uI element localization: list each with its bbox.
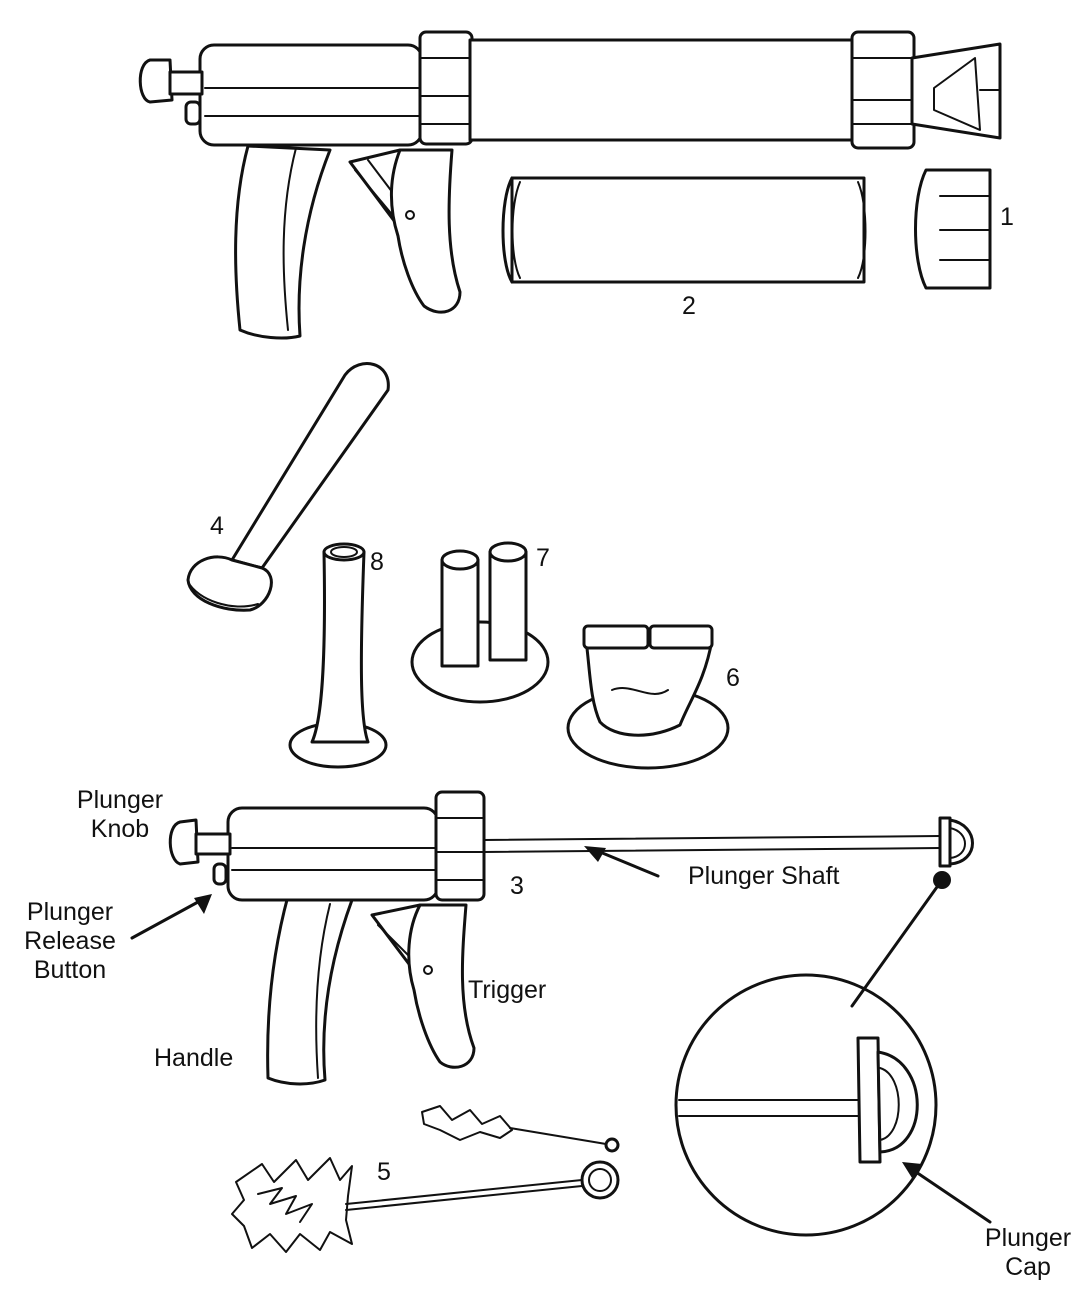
arrow-plunger-shaft	[598, 850, 660, 878]
top-body	[198, 43, 424, 147]
part-number-6: 6	[726, 664, 740, 692]
top-trigger	[390, 148, 462, 314]
bottom-handle	[266, 894, 354, 1086]
part-7-double-nozzle	[410, 541, 550, 704]
bottom-trigger	[407, 903, 476, 1069]
plunger-release-label-line3: Button	[33, 956, 107, 984]
plunger-cap-label-line1: Plunger	[984, 1224, 1072, 1252]
plunger-knob-label-line2: Knob	[90, 815, 150, 843]
plunger-cap-label: Plunger Cap	[970, 1224, 1086, 1282]
part-8-nozzle	[288, 542, 388, 769]
plunger-release-label: Plunger Release Button	[12, 898, 128, 985]
arrow-plunger-cap	[914, 1170, 992, 1224]
arrow-plunger-release	[130, 900, 200, 940]
trigger-label: Trigger	[468, 976, 547, 1004]
part-6-flat-nozzle	[566, 624, 730, 770]
plunger-release-label-line1: Plunger	[26, 898, 114, 926]
plunger-release-label-line2: Release	[24, 927, 116, 955]
part-1-cap	[914, 168, 992, 290]
assembled-gun	[138, 30, 1002, 340]
part-number-1: 1	[1000, 203, 1014, 231]
part-number-2: 2	[682, 292, 696, 320]
part-5-brushes	[231, 1105, 620, 1253]
plunger-cap-label-line2: Cap	[1005, 1253, 1051, 1281]
bottom-gun	[168, 790, 974, 1086]
part-2-tube	[501, 176, 867, 284]
callout-arrows	[130, 846, 992, 1224]
part-number-5: 5	[377, 1158, 391, 1186]
plunger-knob-label: Plunger Knob	[60, 786, 180, 844]
plunger-shaft-label: Plunger Shaft	[688, 862, 840, 890]
part-number-4: 4	[210, 512, 224, 540]
plunger-knob-label-line1: Plunger	[76, 786, 164, 814]
part-number-8: 8	[370, 548, 384, 576]
handle-label: Handle	[154, 1044, 234, 1072]
part-4-tamper	[186, 362, 390, 612]
plunger-cap-magnifier	[674, 871, 951, 1237]
part-number-3: 3	[510, 872, 524, 900]
part-number-7: 7	[536, 544, 550, 572]
